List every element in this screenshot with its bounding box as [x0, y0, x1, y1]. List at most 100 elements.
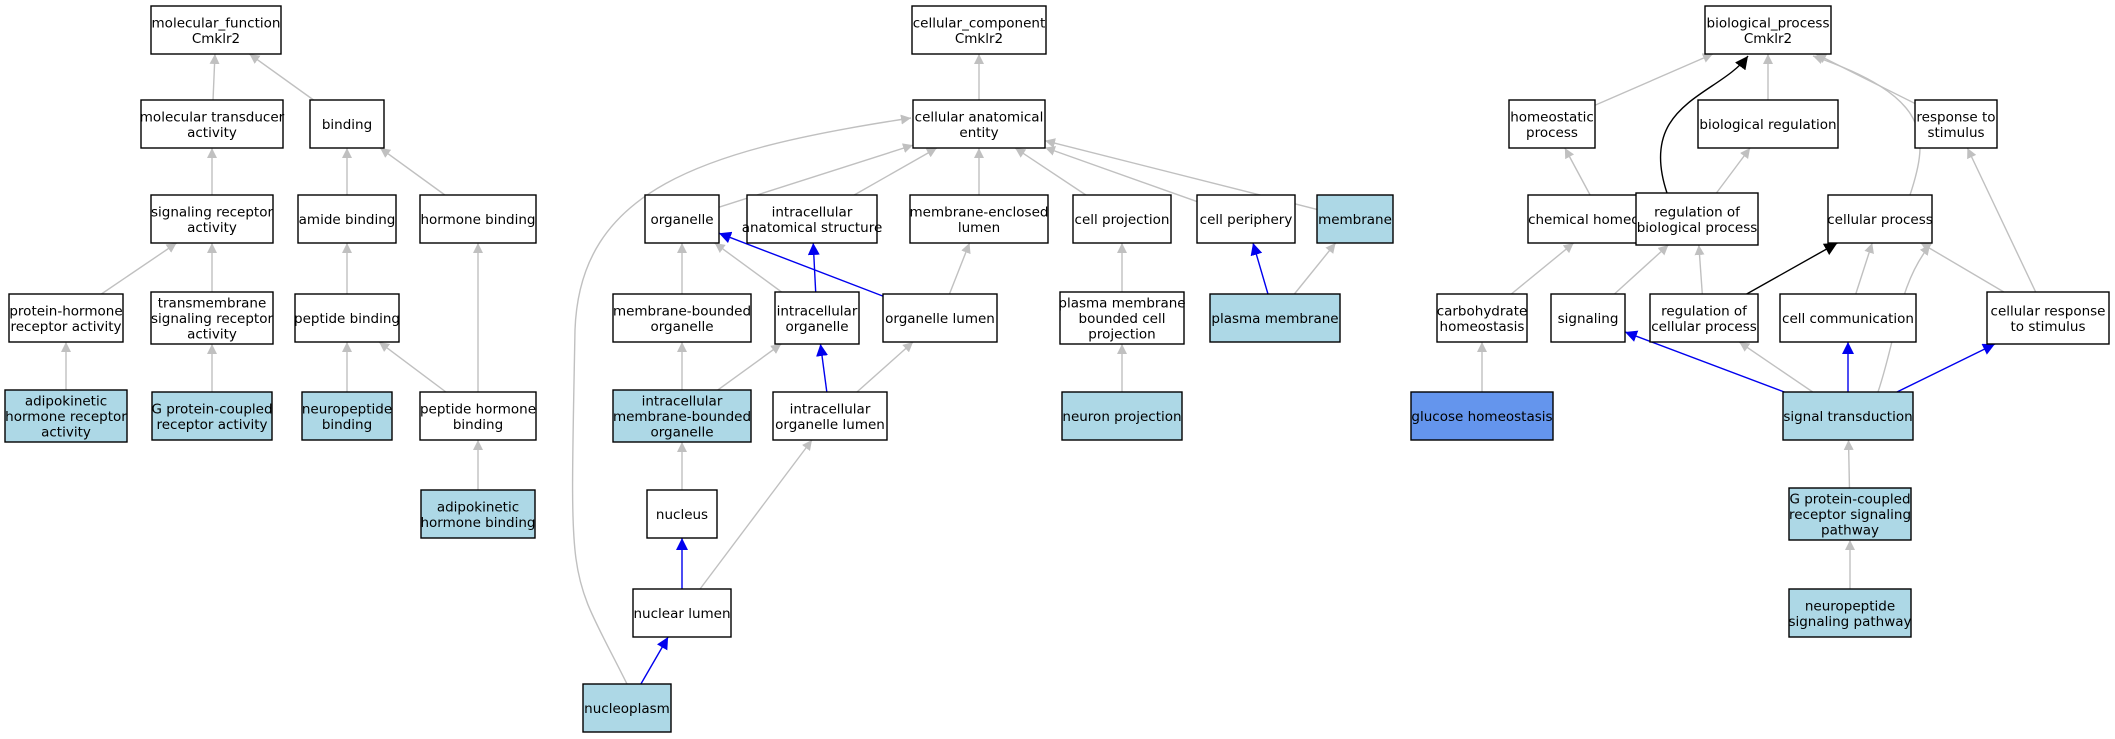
node-box	[1061, 391, 1183, 441]
node-label-line: glucose homeostasis	[1411, 409, 1552, 425]
node-pep[interactable]: peptide binding	[294, 293, 400, 343]
node-label-line: transmembrane	[158, 296, 267, 312]
edge-io-to-org	[714, 242, 782, 293]
node-hormone[interactable]: hormone binding	[419, 194, 537, 244]
node-box	[1196, 194, 1296, 244]
node-label-line: plasma membrane	[1058, 296, 1185, 312]
edge-nuclp-to-nl	[640, 636, 669, 685]
node-box	[1788, 588, 1912, 638]
node-label-line: response to	[1916, 109, 1995, 125]
node-breg[interactable]: biological regulation	[1697, 99, 1839, 149]
node-label-line: signaling	[1558, 311, 1619, 327]
node-label-line: organelle lumen	[775, 417, 885, 433]
node-np[interactable]: neuron projection	[1061, 391, 1183, 441]
node-box	[1072, 194, 1172, 244]
node-box	[1827, 194, 1933, 244]
node-label-line: activity	[187, 125, 237, 141]
node-box	[774, 291, 860, 345]
node-box	[746, 194, 878, 244]
node-bind[interactable]: binding	[309, 99, 385, 149]
edge-rts-to-bp	[1815, 53, 1916, 105]
node-box	[309, 99, 385, 149]
node-cproj[interactable]: cell projection	[1072, 194, 1172, 244]
node-label-line: entity	[959, 125, 998, 141]
node-ol[interactable]: organelle lumen	[882, 293, 998, 343]
node-ccom[interactable]: cell communication	[1779, 293, 1917, 343]
node-cper[interactable]: cell periphery	[1196, 194, 1296, 244]
node-box	[582, 683, 672, 733]
node-nuclp[interactable]: nucleoplasm	[582, 683, 672, 733]
node-nl[interactable]: nuclear lumen	[632, 588, 732, 638]
node-box	[1697, 99, 1839, 149]
node-box	[1059, 291, 1185, 345]
edge-ol-to-mel	[948, 242, 971, 295]
node-box	[1986, 291, 2110, 345]
node-st[interactable]: signal transduction	[1782, 391, 1914, 441]
node-label-line: process	[1526, 125, 1578, 141]
edge-rcp-to-rbp	[1694, 244, 1705, 295]
node-box	[150, 194, 274, 244]
node-box	[911, 5, 1047, 55]
node-label-line: neuropeptide	[302, 401, 392, 417]
node-label-line: organelle	[650, 425, 713, 441]
edges-layer	[61, 53, 2037, 685]
node-label-line: signaling receptor	[151, 204, 274, 220]
node-label-line: protein-hormone	[9, 303, 122, 319]
node-label-line: plasma membrane	[1211, 311, 1338, 327]
node-box	[294, 293, 400, 343]
node-label-line: cell projection	[1075, 212, 1170, 228]
node-label-line: neuropeptide	[1805, 598, 1895, 614]
node-pm[interactable]: plasma membrane	[1209, 293, 1341, 343]
edge-sig-to-rbp	[1613, 244, 1669, 295]
node-cp[interactable]: cellular process	[1827, 194, 1933, 244]
node-label-line: carbohydrate	[1437, 303, 1528, 319]
node-label-line: molecular transducer	[140, 109, 285, 125]
node-label-line: intracellular	[642, 394, 723, 410]
edge-crs-to-rts	[1966, 147, 2037, 293]
node-mem[interactable]: membrane	[1316, 194, 1394, 244]
node-box	[644, 194, 720, 244]
node-nuc[interactable]: nucleus	[646, 489, 718, 539]
node-label-line: regulation of	[1654, 204, 1741, 220]
node-amide[interactable]: amide binding	[297, 194, 397, 244]
edge-phra-to-sra	[101, 242, 177, 295]
node-sig[interactable]: signaling	[1550, 293, 1626, 343]
node-gh[interactable]: glucose homeostasis	[1410, 391, 1554, 441]
node-label-line: Cmklr2	[955, 31, 1003, 47]
node-org[interactable]: organelle	[644, 194, 720, 244]
edge-crs-to-cp	[1920, 242, 2005, 293]
node-label-line: amide binding	[299, 212, 396, 228]
node-label-line: membrane-bounded	[613, 409, 751, 425]
node-label-line: signaling receptor	[151, 311, 274, 327]
edge-pm-to-cper	[1250, 242, 1269, 295]
